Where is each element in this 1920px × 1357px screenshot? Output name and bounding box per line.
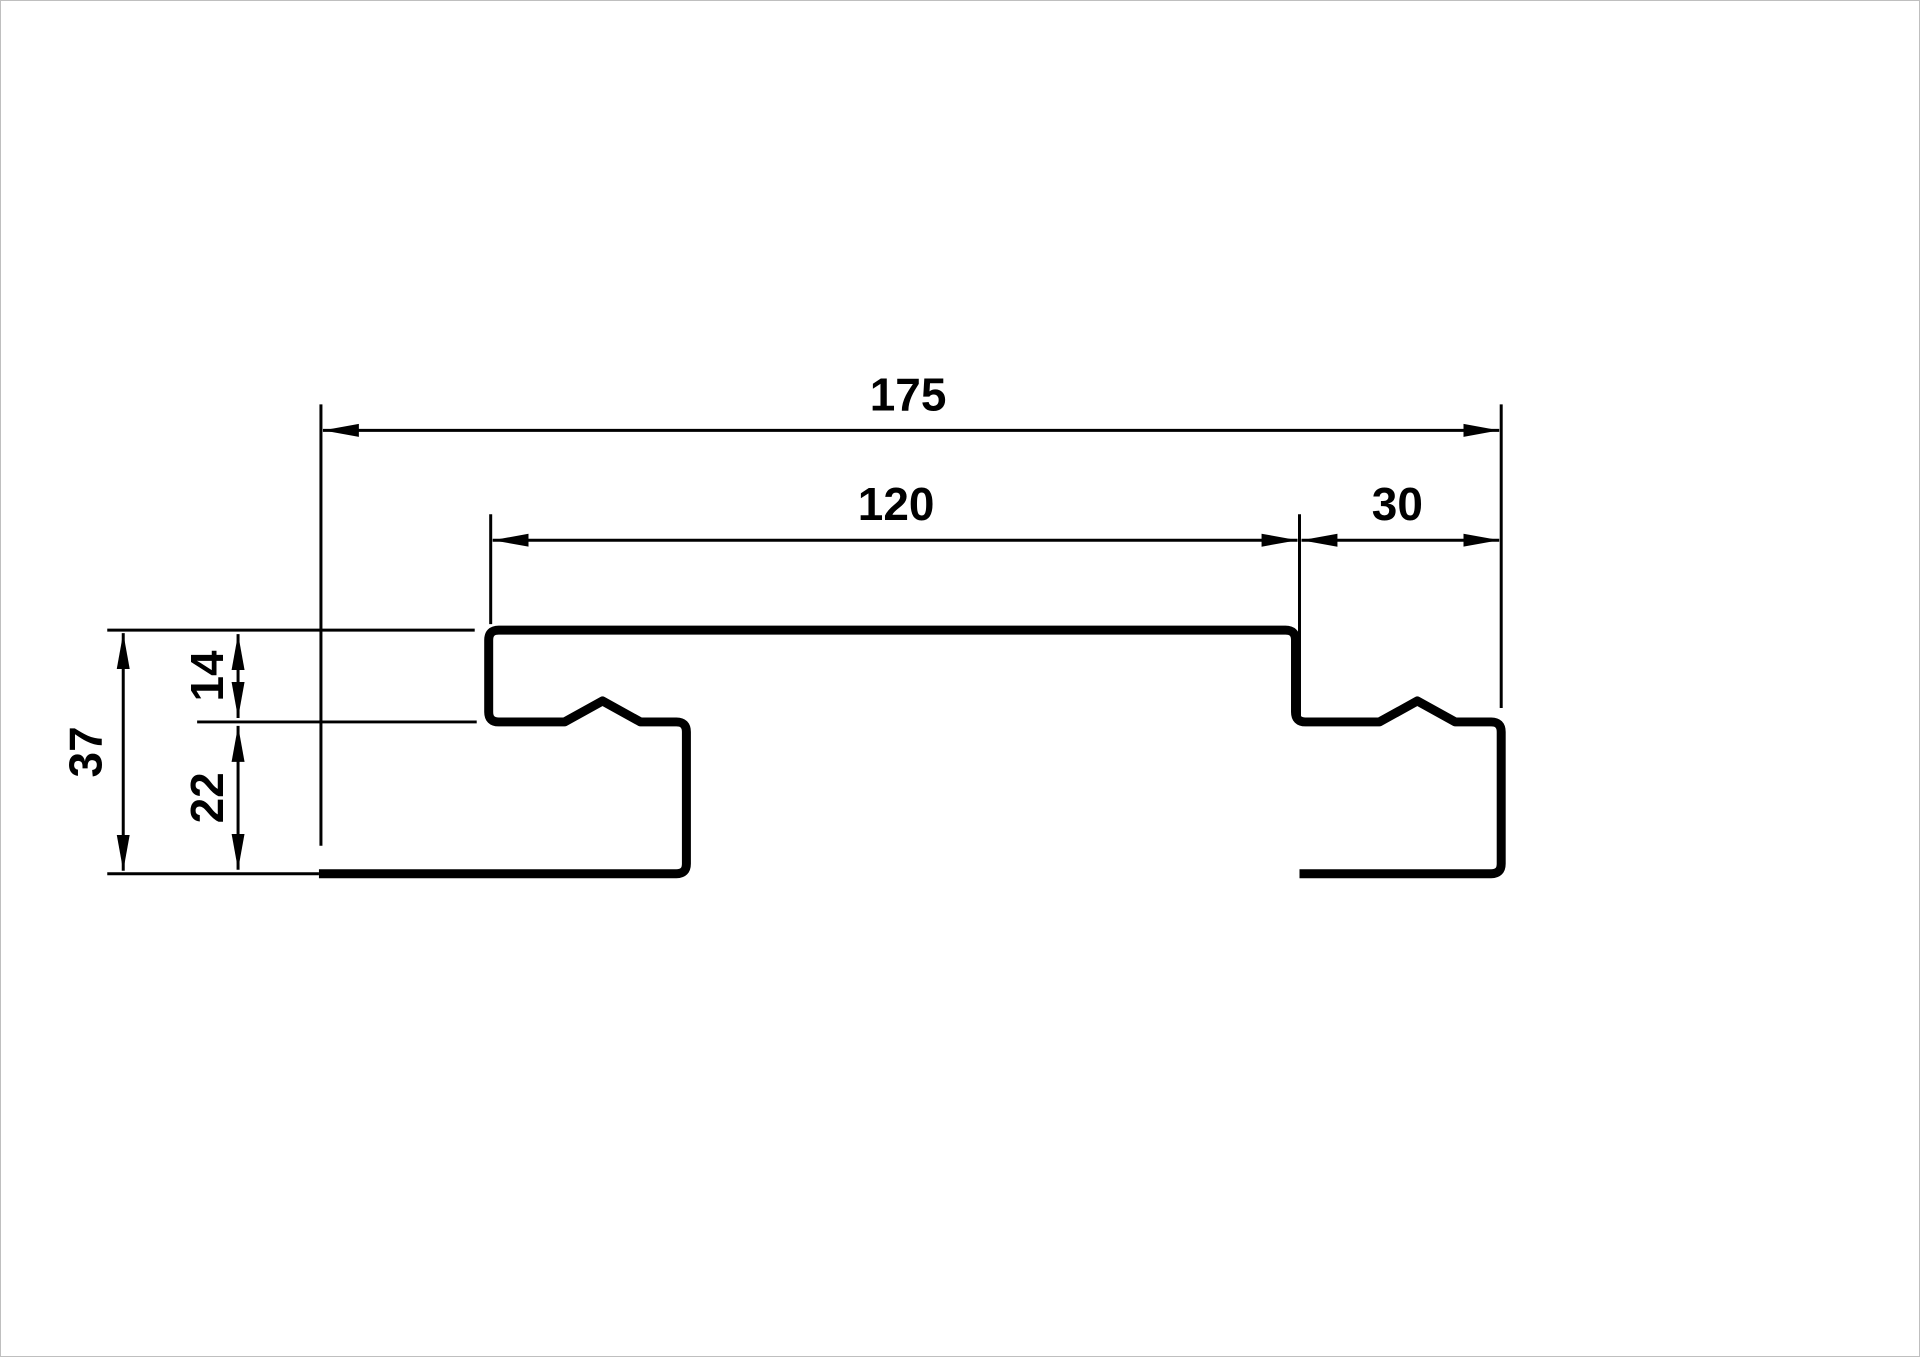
dim-label-total-width: 175 [870, 368, 947, 420]
dim-label-upper-step-height: 14 [181, 650, 233, 702]
dim-label-total-height: 37 [59, 726, 111, 777]
dim-label-right-flange-width: 30 [1372, 478, 1423, 530]
dim-label-lower-height: 22 [181, 772, 233, 823]
dim-label-top-flange-width: 120 [858, 478, 935, 530]
profile-outline [318, 625, 1506, 879]
